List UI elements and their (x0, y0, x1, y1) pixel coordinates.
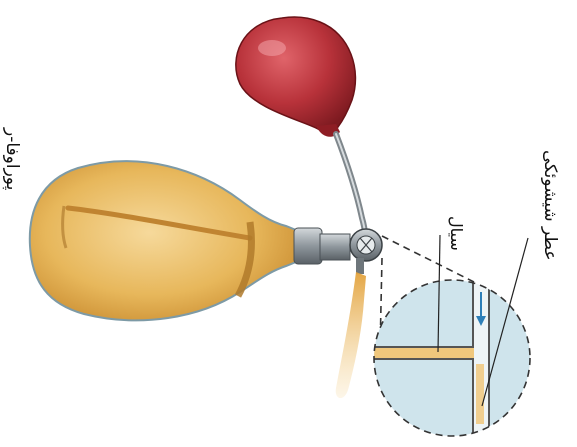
spray-mist (336, 272, 366, 398)
label-atomizer: پوراوفا-ر (2, 128, 22, 190)
magnified-inset (370, 280, 530, 447)
perfume-bottle (30, 161, 296, 320)
label-perfume: عطر شیشوئکی (540, 150, 560, 260)
label-liquid: سیال (447, 216, 466, 251)
rubber-bulb (236, 17, 356, 137)
nozzle (294, 228, 382, 274)
